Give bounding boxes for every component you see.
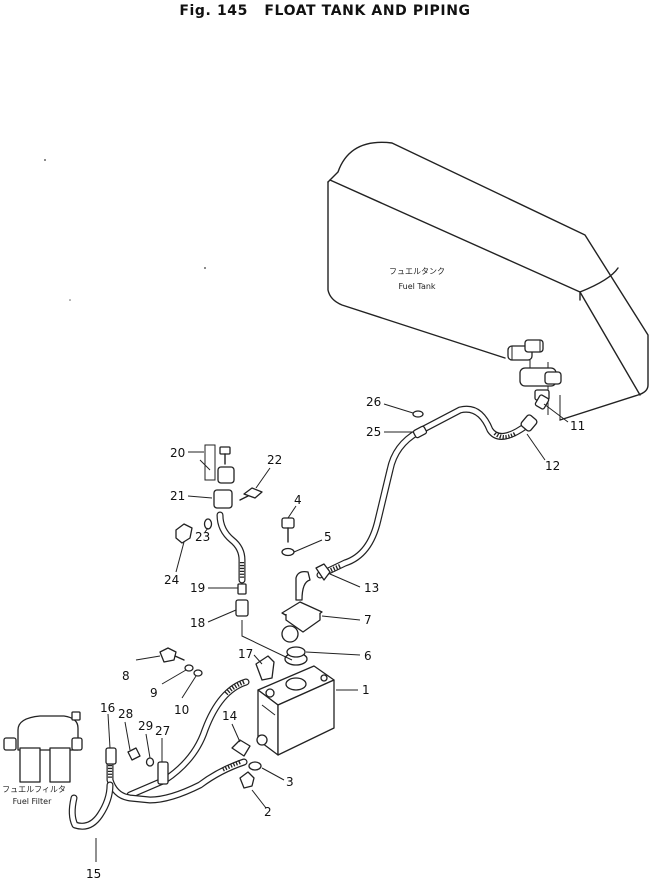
callout-18: 18 <box>190 616 205 630</box>
callout-5: 5 <box>324 530 332 544</box>
callout-9: 9 <box>150 686 158 700</box>
return-hose <box>126 678 250 799</box>
callout-29: 29 <box>138 719 153 733</box>
clip <box>157 761 169 785</box>
callout-20: 20 <box>170 446 185 460</box>
fuel-tank-label-jp: フュエルタンク <box>389 267 445 276</box>
fuel-tank: フュエルタンク Fuel Tank <box>327 141 649 421</box>
callout-4: 4 <box>294 493 302 507</box>
callout-8: 8 <box>122 669 130 683</box>
callout-2: 2 <box>264 805 272 819</box>
leader-lines <box>199 444 293 661</box>
callout-27: 27 <box>155 724 170 738</box>
fuel-filter-label-en: Fuel Filter <box>13 797 52 806</box>
callout-14: 14 <box>222 709 237 723</box>
callouts: 1 2 3 4 5 6 7 8 9 10 11 12 13 14 15 16 1… <box>86 395 585 879</box>
fuel-filter-label-jp: フュエルフィルタ <box>2 785 66 794</box>
small-parts <box>105 410 424 789</box>
callout-6: 6 <box>364 649 372 663</box>
fuel-tank-label-en: Fuel Tank <box>398 282 435 291</box>
float-tank-body <box>256 665 335 756</box>
callout-28: 28 <box>118 707 133 721</box>
callout-22: 22 <box>267 453 282 467</box>
callout-23: 23 <box>195 530 210 544</box>
callout-3: 3 <box>286 775 294 789</box>
callout-21: 21 <box>170 489 185 503</box>
feed-hose <box>316 394 550 579</box>
callout-25: 25 <box>366 425 381 439</box>
callout-16: 16 <box>100 701 115 715</box>
drain-valve-assembly <box>507 339 562 401</box>
callout-13: 13 <box>364 581 379 595</box>
callout-26: 26 <box>366 395 381 409</box>
hose-15 <box>68 756 248 830</box>
callout-1: 1 <box>362 683 370 697</box>
fuel-filter: フュエルフィルタ Fuel Filter <box>2 711 83 806</box>
hose-19 <box>216 511 246 584</box>
callout-19: 19 <box>190 581 205 595</box>
callout-12: 12 <box>545 459 560 473</box>
figure-title: Fig. 145 FLOAT TANK AND PIPING <box>179 3 470 19</box>
callout-15: 15 <box>86 867 101 879</box>
callout-17: 17 <box>238 647 253 661</box>
callout-7: 7 <box>364 613 372 627</box>
scan-specks <box>44 159 206 301</box>
callout-24: 24 <box>164 573 179 587</box>
callout-11: 11 <box>570 419 585 433</box>
callout-10: 10 <box>174 703 189 717</box>
